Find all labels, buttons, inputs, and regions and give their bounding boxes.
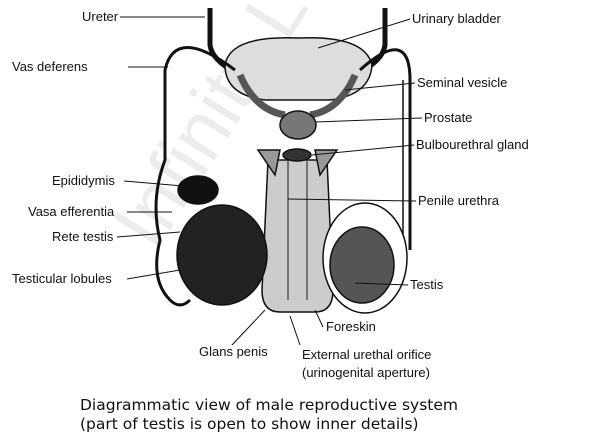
caption-line-2: (part of testis is open to show inner de… bbox=[80, 415, 419, 433]
label-rete-testis: Rete testis bbox=[52, 229, 114, 244]
label-prostate: Prostate bbox=[424, 110, 473, 125]
right-vas-deferens bbox=[358, 48, 412, 250]
label-vasa-efferentia: Vasa efferentia bbox=[28, 204, 115, 219]
left-testis bbox=[176, 204, 268, 306]
label-vas-deferens: Vas deferens bbox=[12, 59, 88, 74]
label-external-orifice: External urethal orifice bbox=[302, 347, 432, 362]
left-vas-deferens bbox=[154, 46, 236, 307]
label-foreskin: Foreskin bbox=[326, 319, 376, 334]
label-testis: Testis bbox=[410, 277, 444, 292]
label-penile-urethra: Penile urethra bbox=[418, 193, 499, 208]
label-urinary-bladder: Urinary bladder bbox=[412, 11, 501, 26]
leader-lines bbox=[116, 16, 423, 346]
right-testis bbox=[329, 226, 395, 304]
label-testicular-lobules: Testicular lobules bbox=[12, 271, 112, 286]
seminal-vesicles bbox=[236, 73, 359, 119]
bulbourethral-gland bbox=[282, 148, 312, 162]
label-bulbourethral-gland: Bulbourethral gland bbox=[416, 137, 529, 152]
label-epididymis: Epididymis bbox=[52, 173, 115, 188]
penis-shaft bbox=[261, 159, 334, 313]
epididymis bbox=[177, 175, 219, 205]
prostate bbox=[279, 110, 317, 140]
caption-line-1: Diagrammatic view of male reproductive s… bbox=[80, 396, 458, 414]
label-urinogenital-aperture: (urinogenital aperture) bbox=[302, 365, 430, 380]
label-glans-penis: Glans penis bbox=[199, 344, 268, 359]
label-ureter: Ureter bbox=[82, 9, 119, 24]
label-seminal-vesicle: Seminal vesicle bbox=[417, 75, 508, 90]
anatomy-drawing bbox=[154, 8, 412, 314]
